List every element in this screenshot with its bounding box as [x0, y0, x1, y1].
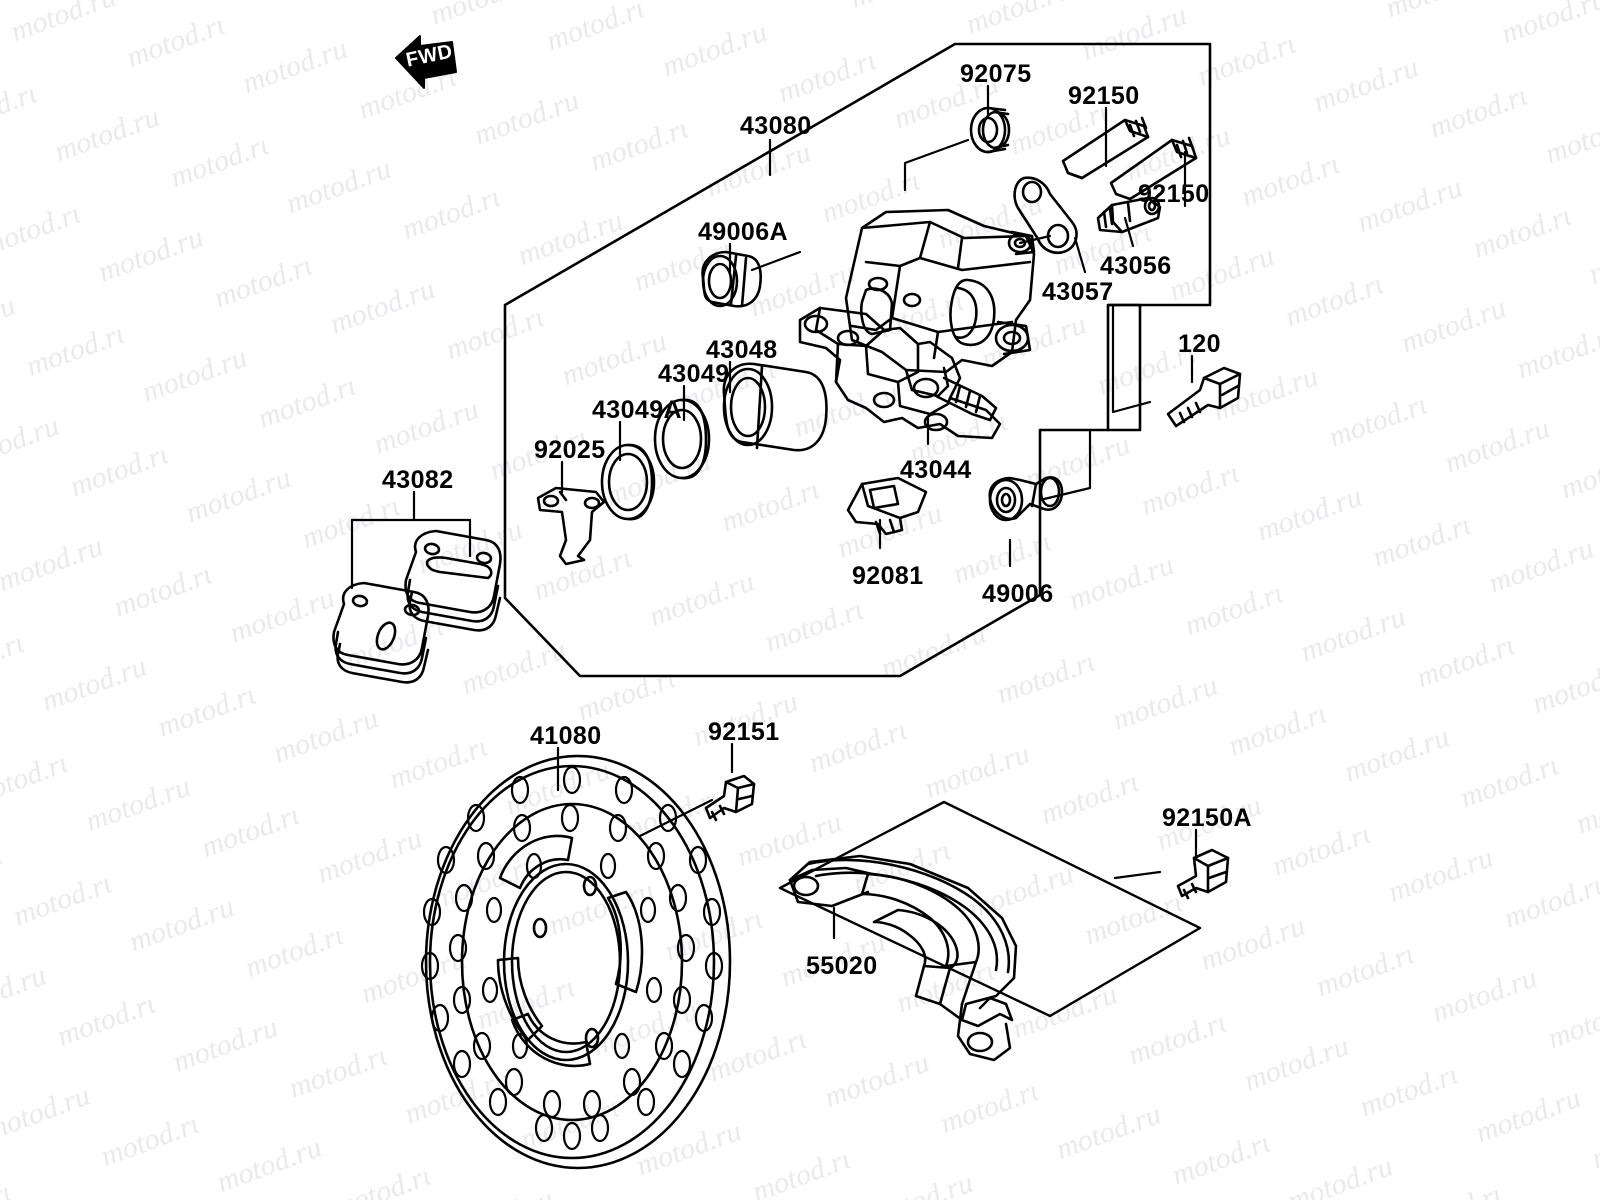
callout-92075[interactable]: 92075	[960, 60, 1032, 88]
callout-43056[interactable]: 43056	[1100, 252, 1172, 280]
part-43049A-piston-seal-inner	[600, 443, 656, 521]
part-92075-dust-seal	[969, 106, 1011, 154]
callout-49006A[interactable]: 49006A	[698, 218, 788, 246]
callout-41080[interactable]: 41080	[530, 722, 602, 750]
part-43082-brake-pad-rear	[404, 529, 502, 632]
callout-43082[interactable]: 43082	[382, 466, 454, 494]
part-43049-piston-seal	[653, 398, 711, 480]
callout-43049A[interactable]: 43049A	[592, 396, 682, 424]
callout-43048[interactable]: 43048	[706, 336, 778, 364]
part-43082-brake-pad-front	[332, 581, 430, 684]
part-41080-brake-disc	[420, 754, 732, 1170]
part-92150A-guard-bolt	[1176, 848, 1230, 900]
part-92025-shim-bracket	[536, 486, 606, 566]
part-92150-bolt-lower	[1109, 136, 1198, 201]
part-43044-bracket-holder	[798, 306, 1002, 440]
part-43048-piston	[722, 362, 828, 452]
leader-lines	[350, 84, 1198, 940]
callout-92151[interactable]: 92151	[708, 718, 780, 746]
callout-43057[interactable]: 43057	[1042, 278, 1114, 306]
callout-120[interactable]: 120	[1178, 330, 1221, 358]
callout-92025[interactable]: 92025	[534, 436, 606, 464]
part-49006A-piston-boot	[701, 250, 762, 308]
part-55020-brake-disc-guard	[778, 800, 1202, 1062]
callout-43080[interactable]: 43080	[740, 112, 812, 140]
part-caliper-body	[844, 208, 1036, 399]
callout-49006[interactable]: 49006	[982, 580, 1054, 608]
callout-43044[interactable]: 43044	[900, 456, 972, 484]
callout-92081[interactable]: 92081	[852, 562, 924, 590]
part-43057-link-arm	[1013, 176, 1078, 255]
callout-92150-upper[interactable]: 92150	[1068, 82, 1140, 110]
callout-92150A[interactable]: 92150A	[1162, 804, 1252, 832]
fwd-arrow-icon	[395, 35, 457, 89]
callout-55020[interactable]: 55020	[806, 952, 878, 980]
part-120-hex-bolt	[1166, 366, 1242, 428]
part-49006-slide-pin-boot	[988, 476, 1064, 522]
callout-92150-lower[interactable]: 92150	[1138, 180, 1210, 208]
part-92151-disc-bolt	[704, 774, 756, 822]
callout-43049[interactable]: 43049	[658, 360, 730, 388]
part-43056-bleeder-valve	[1096, 196, 1162, 234]
part-92081-pad-spring	[846, 476, 928, 536]
part-92150-bolt-upper	[1061, 116, 1150, 180]
